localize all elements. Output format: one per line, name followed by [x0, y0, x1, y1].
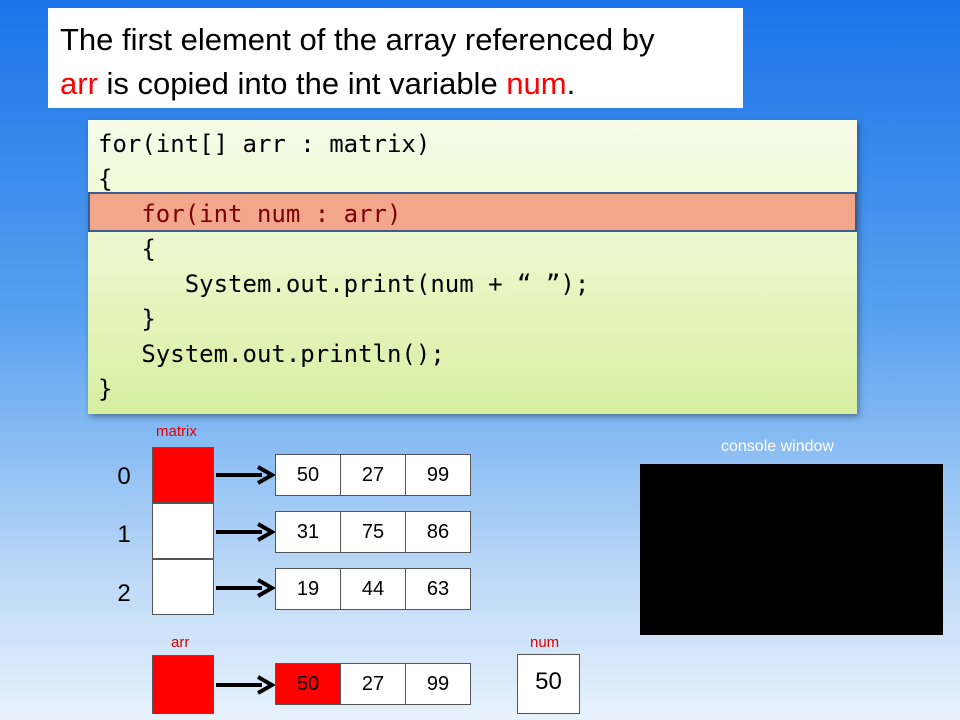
arr-label: arr [171, 634, 190, 651]
caption-var-arr: arr [60, 66, 98, 101]
arrow-icon [216, 675, 276, 695]
code-line-5: System.out.print(num + “ ”); [98, 270, 590, 298]
array-cell: 86 [426, 521, 450, 543]
matrix-ref-cell-2 [152, 559, 214, 615]
caption-line-2: arr is copied into the int variable num. [60, 62, 731, 106]
matrix-index-2: 2 [117, 580, 131, 607]
code-line-4: { [98, 235, 156, 263]
code-line-1: for(int[] arr : matrix) [98, 130, 431, 158]
current-line-highlight [88, 192, 857, 232]
arr-ref-cell [152, 655, 214, 714]
array-cell: 31 [276, 512, 341, 552]
array-cell: 75 [341, 512, 406, 552]
caption-var-num: num [506, 66, 567, 101]
matrix-label: matrix [156, 423, 197, 440]
matrix-index-1: 1 [117, 521, 131, 548]
code-block [88, 120, 857, 414]
console-window [640, 464, 943, 635]
arrow-icon [216, 465, 276, 485]
caption-text: is copied into the int variable [97, 66, 507, 101]
matrix-ref-cell-0 [152, 447, 214, 503]
array-cell: 27 [341, 455, 406, 495]
matrix-index-0: 0 [117, 463, 131, 490]
code-line-6: } [98, 305, 156, 333]
arrow-icon [216, 578, 276, 598]
code-text: for(int[] arr : matrix) { for(int num : … [88, 120, 857, 414]
console-label: console window [721, 438, 834, 455]
array-cell: 63 [426, 578, 450, 600]
matrix-row-2: 19 44 63 [275, 568, 471, 610]
array-cell: 99 [426, 464, 450, 486]
caption-line-1: The first element of the array reference… [60, 22, 655, 57]
code-line-2: { [98, 165, 113, 193]
matrix-row-0: 50 27 99 [275, 454, 471, 496]
code-line-8: } [98, 375, 113, 403]
arr-array: 50 27 99 [275, 663, 471, 705]
array-cell: 99 [426, 673, 450, 695]
num-label: num [530, 634, 560, 651]
array-cell: 19 [276, 569, 341, 609]
matrix-ref-cell-1 [152, 503, 214, 559]
array-cell-current: 50 [276, 664, 341, 704]
array-cell: 50 [276, 455, 341, 495]
caption: The first element of the array reference… [48, 8, 743, 108]
matrix-row-1: 31 75 86 [275, 511, 471, 553]
code-line-3-highlighted: for(int num : arr) [98, 200, 402, 228]
caption-period: . [566, 66, 576, 101]
num-value-box: 50 [517, 654, 580, 714]
code-line-7: System.out.println(); [98, 340, 445, 368]
arrow-icon [216, 522, 276, 542]
array-cell: 44 [341, 569, 406, 609]
array-cell: 27 [341, 664, 406, 704]
